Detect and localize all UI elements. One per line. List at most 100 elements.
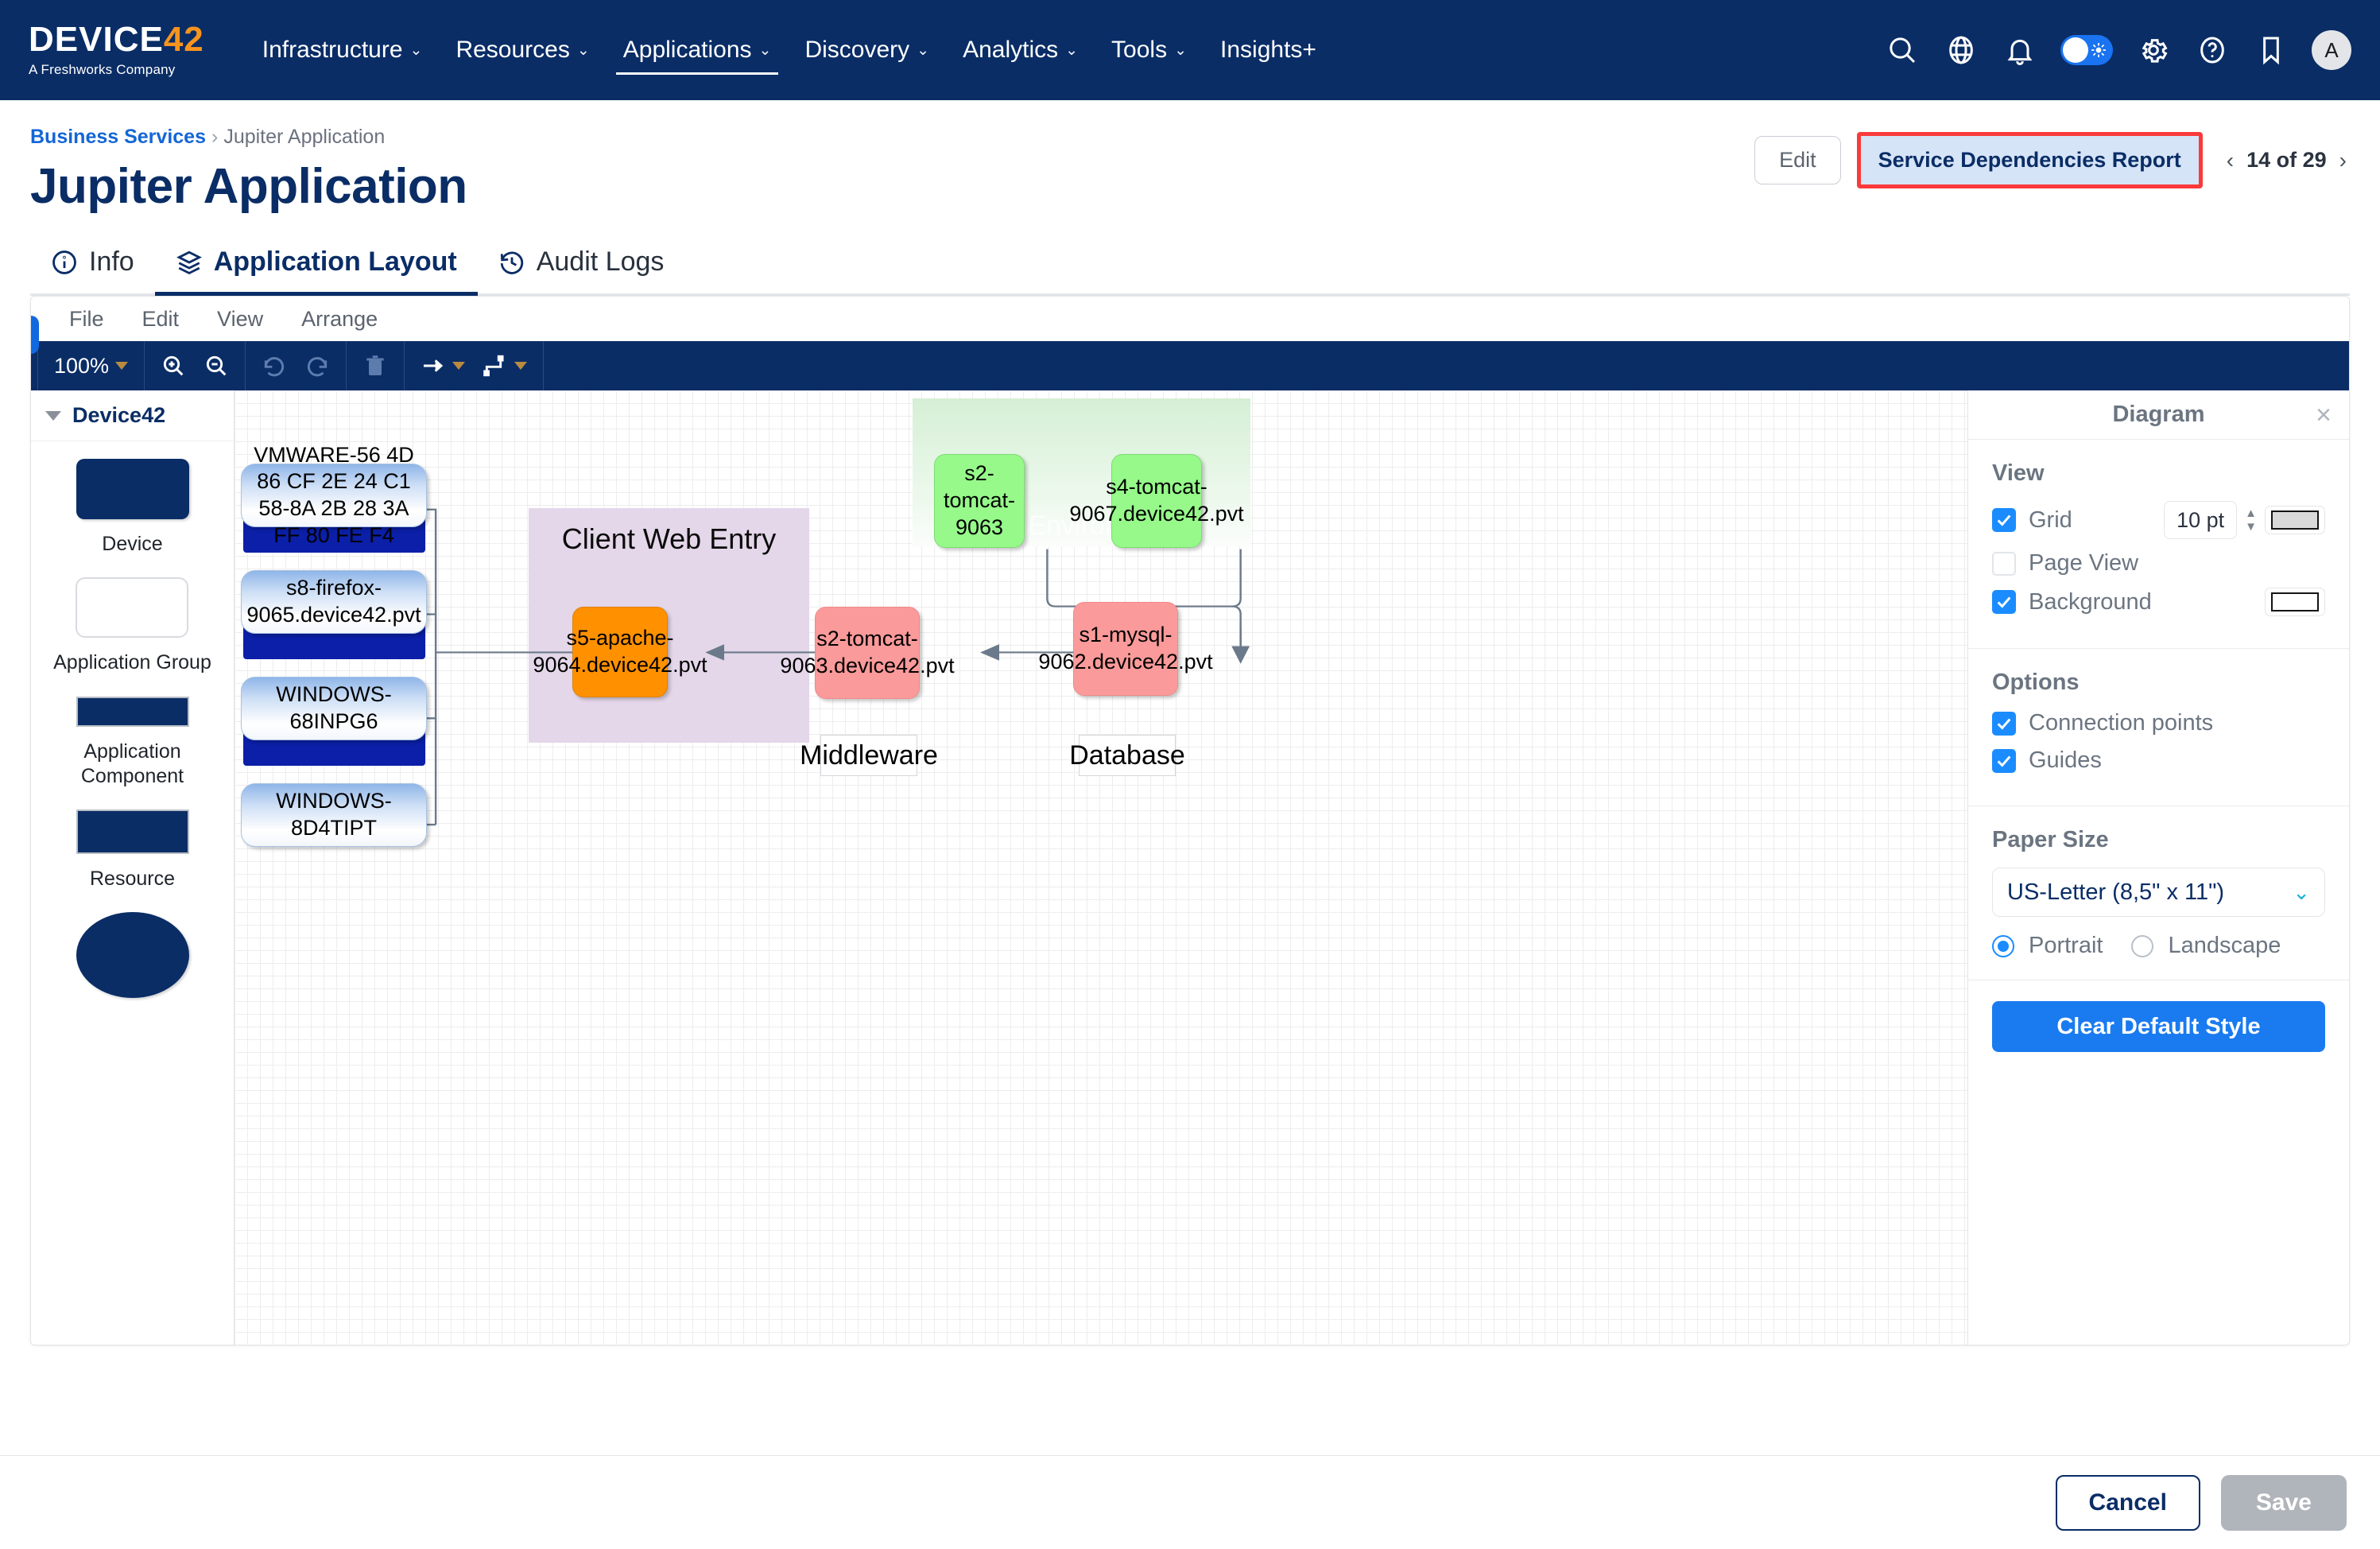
textbox-label: Database (1069, 740, 1185, 771)
palette-item-application-component[interactable]: Application Component (31, 696, 234, 790)
label-middleware[interactable]: Middleware (800, 735, 938, 776)
node-windows-68inpg6[interactable]: WINDOWS-68INPG6 (241, 677, 427, 740)
nav-utility-icons: A (1884, 30, 2351, 70)
globe-icon[interactable] (1943, 32, 1979, 68)
node-label: s1-mysql-9062.device42.pvt (1038, 623, 1213, 674)
redo-button[interactable] (304, 353, 330, 379)
toolbar-group-delete (347, 341, 405, 390)
nav-item-tools[interactable]: Tools ⌄ (1095, 0, 1204, 100)
node-s2-tomcat-9063-green[interactable]: s2-tomcat-9063 (934, 454, 1025, 548)
pager-prev-button[interactable]: ‹ (2226, 147, 2235, 173)
row-connection-points: Connection points (1992, 710, 2325, 736)
form-footer: Cancel Save (0, 1455, 2380, 1549)
menu-view[interactable]: View (217, 306, 264, 331)
row-page-view: Page View (1992, 550, 2325, 577)
zoom-out-icon (206, 355, 227, 376)
page-title: Jupiter Application (30, 159, 467, 214)
clear-default-style-button[interactable]: Clear Default Style (1992, 1001, 2325, 1052)
nav-item-insights-plus[interactable]: Insights+ (1204, 0, 1333, 100)
chevron-down-icon (45, 410, 61, 421)
grid-checkbox[interactable] (1992, 508, 2016, 532)
avatar[interactable]: A (2312, 30, 2351, 70)
landscape-radio[interactable] (2131, 934, 2154, 957)
node-s8-firefox-9065[interactable]: s8-firefox-9065.device42.pvt (241, 570, 427, 634)
node-s4-tomcat-9067[interactable]: s4-tomcat-9067.device42.pvt (1069, 454, 1244, 548)
node-vmware-56[interactable]: VMWARE-56 4D 86 CF 2E 24 C1 58-8A 2B 28 … (241, 443, 427, 547)
nav-item-applications[interactable]: Applications ⌄ (607, 0, 789, 100)
check-icon (1997, 718, 2011, 730)
nav-item-analytics[interactable]: Analytics ⌄ (946, 0, 1095, 100)
zoom-out-button[interactable] (204, 353, 229, 379)
paper-size-value: US-Letter (8,5" x 11") (2007, 879, 2225, 905)
nav-label: Infrastructure (262, 37, 403, 63)
diagram-canvas[interactable]: QA Environment Client Web Entry (235, 390, 1967, 1345)
bookmark-icon[interactable] (2253, 32, 2289, 68)
background-color-swatch[interactable] (2265, 588, 2325, 616)
palette-group-header[interactable]: Device42 (31, 390, 234, 441)
page-view-label: Page View (2029, 550, 2139, 576)
arrow-style-button[interactable] (421, 353, 466, 379)
background-checkbox[interactable] (1992, 590, 2016, 614)
bell-icon[interactable] (2002, 32, 2038, 68)
check-icon (1997, 514, 2011, 526)
section-heading-paper-size: Paper Size (1992, 827, 2109, 852)
info-icon (52, 250, 76, 274)
tab-info[interactable]: Info (30, 239, 155, 293)
zoom-in-button[interactable] (161, 353, 186, 379)
portrait-radio[interactable] (1992, 934, 2014, 957)
connection-points-checkbox[interactable] (1992, 711, 2016, 736)
node-s5-apache-9064[interactable]: s5-apache-9064.device42.pvt (533, 607, 707, 697)
page-view-checkbox[interactable] (1992, 551, 2016, 576)
application-component-shape-swatch (76, 696, 189, 727)
nav-item-infrastructure[interactable]: Infrastructure ⌄ (246, 0, 440, 100)
pager-next-button[interactable]: › (2339, 147, 2347, 173)
waypoint-style-button[interactable] (483, 353, 528, 379)
shapes-panel-toggle[interactable] (31, 316, 39, 354)
palette-item-resource[interactable]: Resource (76, 809, 189, 891)
node-s2-tomcat-9063-pink[interactable]: s2-tomcat-9063.device42.pvt (780, 607, 955, 699)
close-icon[interactable]: × (2316, 399, 2332, 430)
record-pager: ‹ 14 of 29 › (2227, 148, 2347, 173)
search-icon[interactable] (1884, 32, 1921, 68)
breadcrumb-current: Jupiter Application (223, 126, 386, 148)
guides-checkbox[interactable] (1992, 748, 2016, 773)
tab-audit-logs[interactable]: Audit Logs (478, 239, 685, 293)
guides-label: Guides (2029, 747, 2102, 773)
save-button[interactable]: Save (2220, 1474, 2347, 1531)
service-dependencies-report-button[interactable]: Service Dependencies Report (1860, 136, 2199, 184)
tab-label: Audit Logs (536, 247, 665, 277)
theme-toggle[interactable] (2060, 35, 2113, 65)
breadcrumb: Business Services›Jupiter Application (30, 126, 2350, 149)
node-windows-8d4tipt[interactable]: WINDOWS-8D4TIPT (241, 783, 427, 847)
sun-icon (2091, 43, 2106, 57)
menu-file[interactable]: File (69, 306, 104, 331)
menu-edit[interactable]: Edit (141, 306, 180, 331)
grid-size-input[interactable]: 10 pt (2164, 501, 2238, 539)
cancel-button[interactable]: Cancel (2055, 1474, 2200, 1531)
portrait-label: Portrait (2029, 933, 2103, 958)
gear-icon[interactable] (2135, 32, 2172, 68)
palette-item-device[interactable]: Device (76, 459, 189, 557)
page-tabs: Info Application Layout Audit Logs (30, 239, 2350, 296)
palette-item-application-group[interactable]: Application Group (53, 577, 211, 675)
nav-item-discovery[interactable]: Discovery ⌄ (788, 0, 946, 100)
menu-arrange[interactable]: Arrange (301, 306, 378, 331)
help-icon[interactable] (2194, 32, 2231, 68)
zoom-level-dropdown[interactable]: 100% (54, 354, 129, 379)
edit-button[interactable]: Edit (1754, 136, 1841, 184)
orientation-radio-group: Portrait Landscape (1992, 933, 2325, 959)
node-s1-mysql-9062[interactable]: s1-mysql-9062.device42.pvt (1038, 602, 1213, 696)
label-database[interactable]: Database (1069, 735, 1185, 776)
palette-item-ellipse[interactable] (76, 912, 189, 999)
grid-size-stepper[interactable]: ▲▼ (2245, 507, 2257, 534)
nav-item-resources[interactable]: Resources ⌄ (439, 0, 606, 100)
group-client-web-entry[interactable]: Client Web Entry (529, 508, 809, 743)
tab-application-layout[interactable]: Application Layout (154, 239, 478, 296)
delete-button[interactable] (362, 353, 388, 379)
grid-color-swatch[interactable] (2265, 506, 2325, 534)
chevron-down-icon: ⌄ (576, 41, 590, 59)
undo-button[interactable] (262, 353, 287, 379)
breadcrumb-business-services[interactable]: Business Services (30, 126, 206, 148)
paper-size-select[interactable]: US-Letter (8,5" x 11") ⌄ (1992, 868, 2325, 917)
